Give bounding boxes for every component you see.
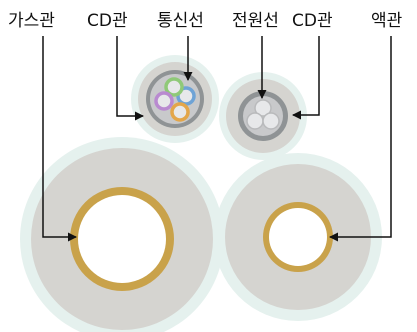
comm-wire-purple: [154, 91, 174, 111]
power-wire-right: [262, 112, 280, 130]
liquid-pipe-bore: [269, 208, 327, 266]
gas-pipe-cross-section: [20, 137, 224, 332]
label-cd-pipe-right: CD관: [292, 11, 333, 31]
label-cd-pipe-left: CD관: [87, 11, 128, 31]
cd-pipe-right-arrow: [292, 36, 320, 120]
leader-lines: [42, 36, 392, 242]
gas-pipe-arrow: [42, 36, 77, 242]
label-liquid-pipe: 액관: [371, 11, 402, 31]
power-line-cd-pipe: [219, 72, 307, 160]
cd-pipe-left-arrow: [116, 36, 144, 121]
liquid-pipe-arrow: [329, 36, 392, 242]
power-wire-left: [246, 112, 264, 130]
label-gas-pipe: 가스관: [8, 11, 55, 31]
label-power-line: 전원선: [232, 11, 279, 31]
gas-pipe-bore: [78, 195, 166, 283]
label-comm-line: 통신선: [157, 11, 204, 31]
liquid-pipe-cross-section: [214, 153, 382, 321]
comm-wire-orange: [170, 102, 190, 122]
comm-line-cd-pipe: [131, 55, 219, 143]
power-wire-top: [254, 99, 272, 117]
comm-wire-green: [164, 77, 184, 97]
